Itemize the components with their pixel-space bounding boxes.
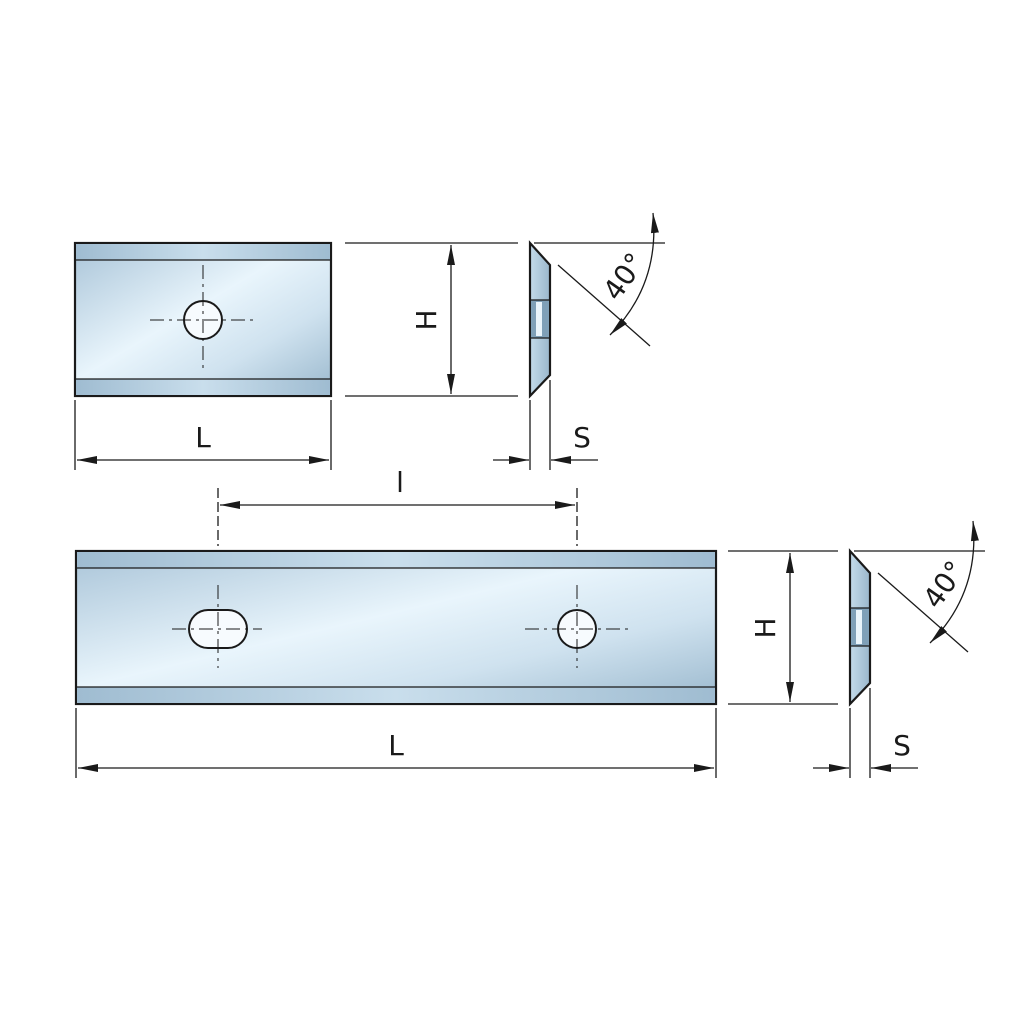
- hole-spacing-dimension: [217, 488, 578, 546]
- small-angle-label: 40°: [596, 247, 652, 307]
- small-length-dimension: [74, 400, 332, 470]
- small-insert-side-view: [528, 240, 552, 399]
- small-thickness-dimension: [493, 380, 598, 470]
- small-height-label: H: [410, 309, 443, 330]
- large-length-dimension: [75, 708, 717, 778]
- hole-spacing-label: l: [396, 466, 404, 499]
- large-angle-dimension: [854, 520, 985, 653]
- large-insert-side-view: [848, 548, 872, 707]
- large-height-dimension: [728, 550, 838, 705]
- small-thickness-label: S: [573, 421, 591, 454]
- large-thickness-label: S: [893, 729, 911, 762]
- small-height-dimension: [345, 242, 518, 397]
- large-thickness-dimension: [813, 688, 918, 778]
- large-length-label: L: [388, 729, 404, 762]
- large-angle-label: 40°: [916, 555, 972, 615]
- large-height-label: H: [749, 617, 782, 638]
- small-insert-front-view: [73, 241, 333, 398]
- small-length-label: L: [195, 421, 211, 454]
- large-insert-front-view: [74, 549, 718, 706]
- small-angle-dimension: [534, 212, 665, 347]
